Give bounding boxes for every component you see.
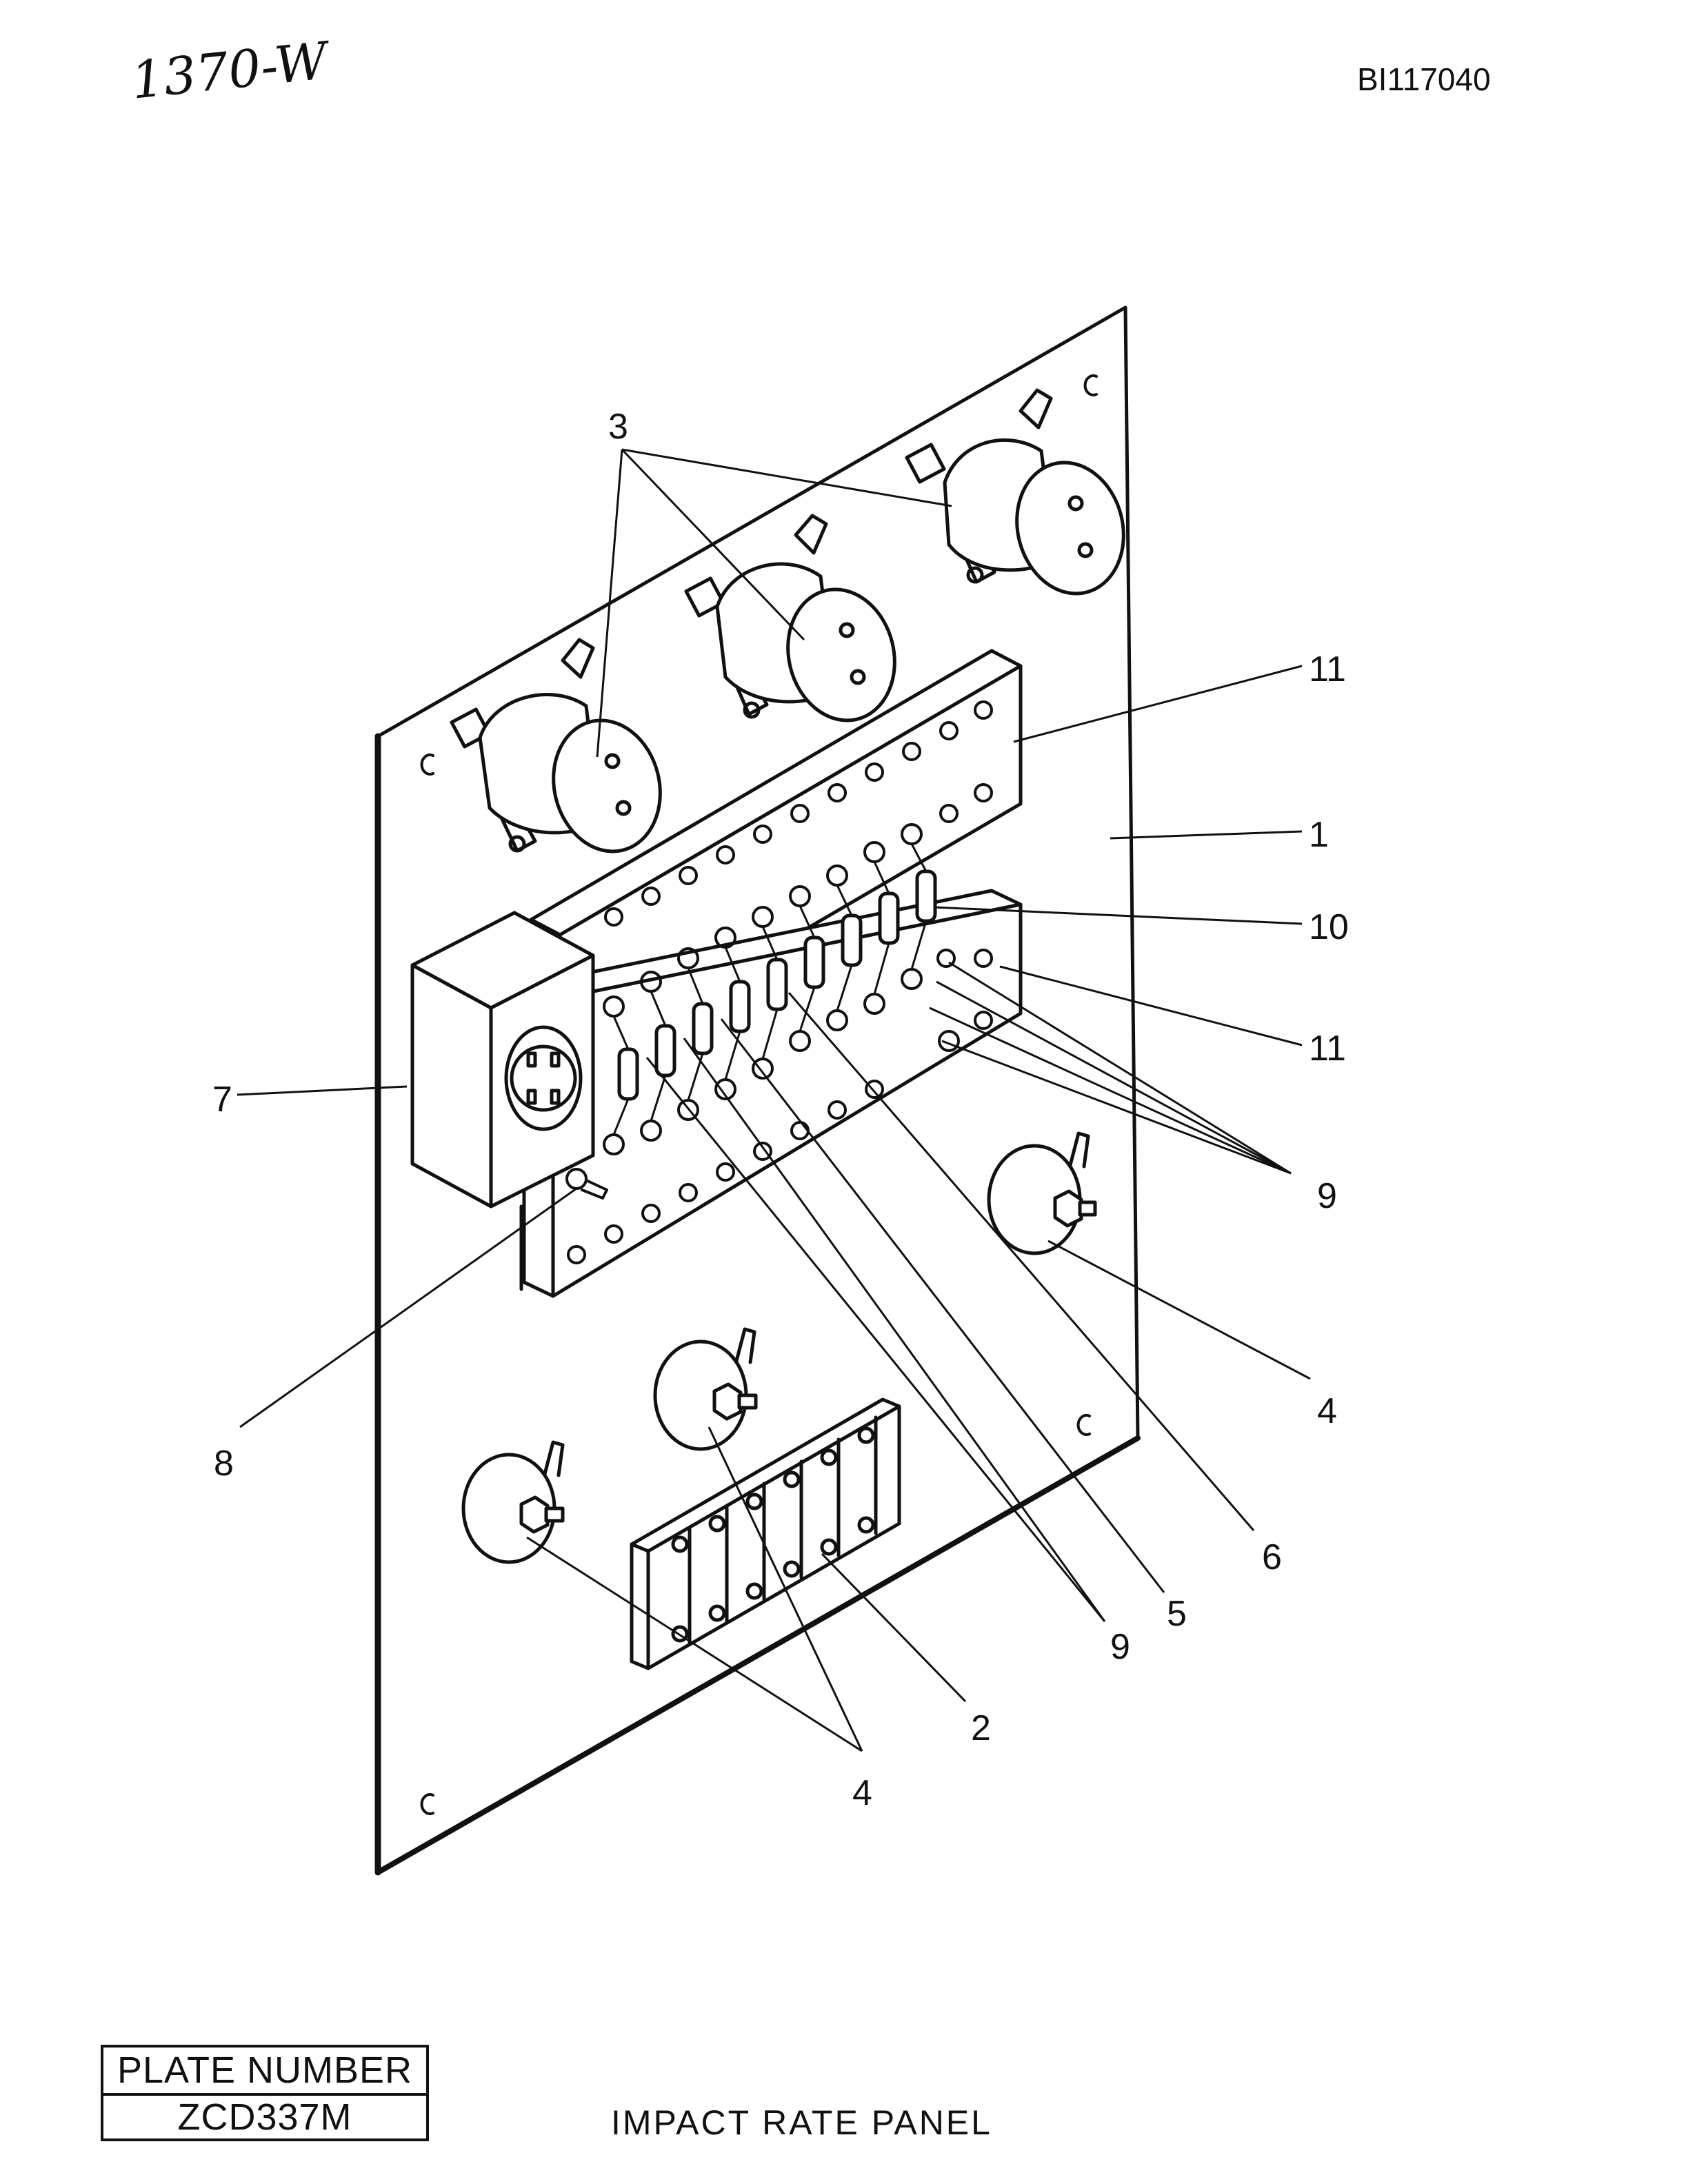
plate-number-label: PLATE NUMBER: [103, 2048, 426, 2096]
potentiometer-center: [653, 1327, 758, 1451]
potentiometer-left: [461, 1440, 565, 1564]
callout-4-lower: 4: [852, 1773, 872, 1813]
callout-7: 7: [212, 1080, 232, 1120]
callout-9-lower: 9: [1110, 1627, 1130, 1667]
resistors: [612, 842, 937, 1136]
callout-4-right: 4: [1317, 1391, 1337, 1431]
plate-number-value: ZCD337M: [177, 2096, 352, 2138]
plate-number-box: PLATE NUMBER ZCD337M: [101, 2045, 429, 2141]
callout-2: 2: [971, 1708, 991, 1748]
callout-5: 5: [1167, 1594, 1187, 1634]
potentiometer-right: [987, 1131, 1097, 1255]
callout-9-right: 9: [1317, 1176, 1337, 1216]
document-id: BI117040: [1357, 61, 1491, 97]
callout-10: 10: [1309, 907, 1349, 947]
callout-11-upper: 11: [1309, 649, 1346, 689]
callout-1: 1: [1309, 815, 1329, 855]
callout-3: 3: [608, 407, 628, 447]
receptacle-box: [410, 911, 595, 1209]
callout-6: 6: [1262, 1537, 1282, 1577]
mounting-holes: [420, 374, 1098, 1815]
callout-8: 8: [214, 1444, 234, 1484]
connector-top: [905, 388, 1125, 596]
connector-bottom: [450, 638, 662, 853]
drawing-title: IMPACT RATE PANEL: [611, 2103, 992, 2142]
barrier-terminal-block: [630, 1397, 901, 1670]
leader-lines: [237, 448, 1311, 1752]
terminal-screws: [567, 700, 993, 1264]
callout-11-lower: 11: [1309, 1029, 1346, 1069]
callouts: 3 11 1 10 11 9 4 6 5 9 2 4 7 8: [212, 407, 1349, 1813]
